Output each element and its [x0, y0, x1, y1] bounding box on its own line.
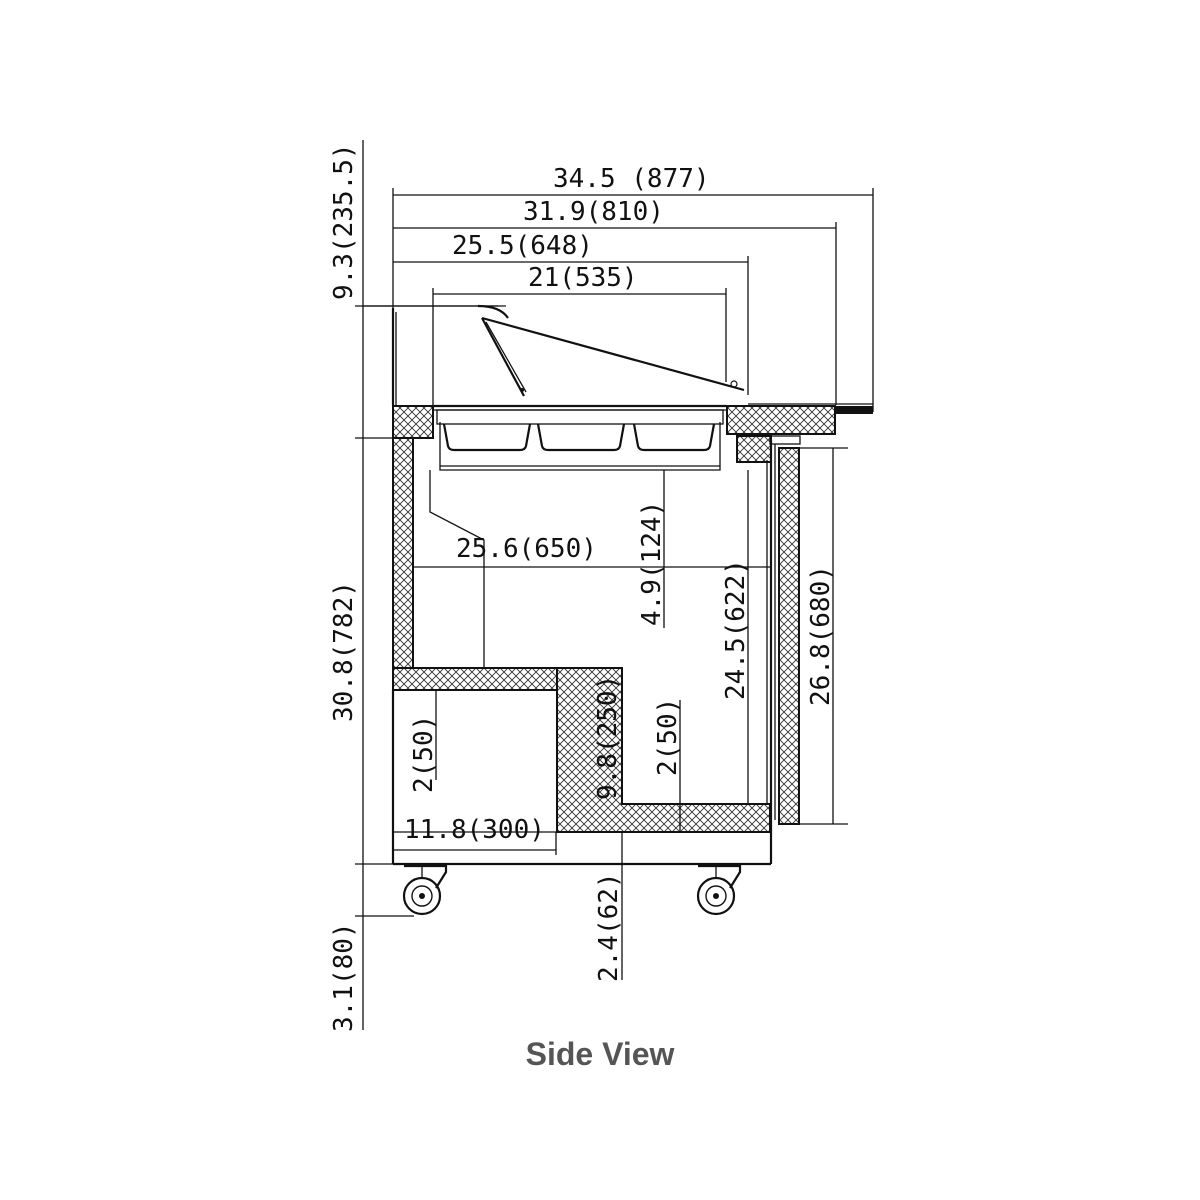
dim-interior-height: 24.5(622)	[721, 559, 751, 700]
dim-lid-height: 9.3(235.5)	[329, 143, 359, 300]
dim-depth-535: 21(535)	[528, 263, 638, 293]
lid-section	[363, 304, 745, 405]
dim-caster-clearance: 2.4(62)	[594, 872, 624, 982]
dim-depth-648: 25.5(648)	[452, 231, 593, 261]
food-pans	[436, 409, 724, 471]
dim-caster-height: 3.1(80)	[329, 922, 359, 1032]
dim-interior-depth: 25.6(650)	[456, 534, 597, 564]
dim-step-depth: 11.8(300)	[404, 815, 545, 845]
caster-right	[696, 864, 742, 916]
top-rail	[392, 404, 836, 463]
dim-body-height: 30.8(782)	[329, 581, 359, 722]
dim-depth-810: 31.9(810)	[523, 197, 664, 227]
top-dimension-lines	[392, 188, 874, 412]
dim-door-height: 26.8(680)	[806, 565, 836, 706]
interior-dimension-lines	[393, 448, 834, 980]
cabinet-body	[391, 437, 848, 866]
dim-wall-insulation: 2(50)	[409, 715, 439, 793]
caster-left	[402, 864, 448, 916]
dim-floor-insulation: 2(50)	[653, 698, 683, 776]
dim-pan-depth: 4.9(124)	[637, 501, 667, 626]
diagram-caption: Side View	[525, 1036, 675, 1072]
dim-overall-depth: 34.5 (877)	[553, 164, 710, 194]
dim-step-height: 9.8(250)	[593, 675, 623, 800]
